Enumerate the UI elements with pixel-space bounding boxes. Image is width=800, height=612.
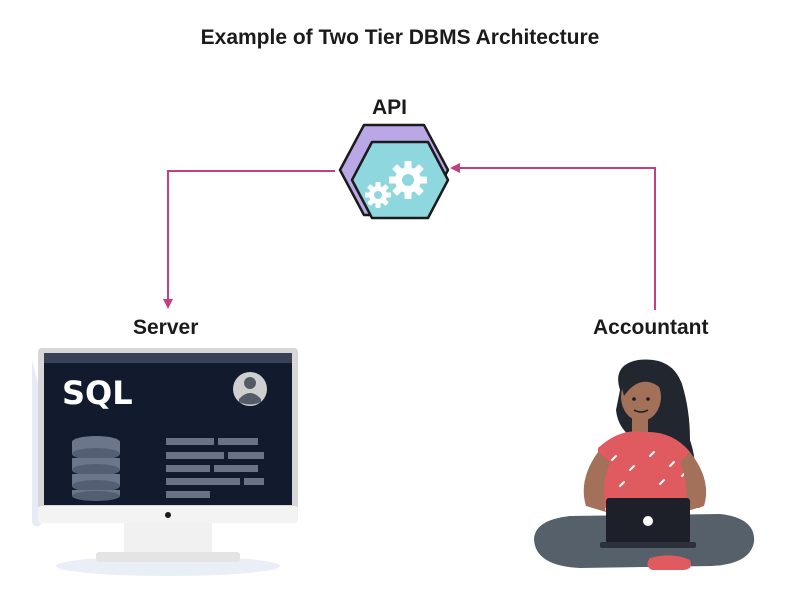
monitor-icon: SQL [32,348,298,576]
database-icon [72,436,120,501]
api-label: API [372,96,408,119]
edge-api-to-server [163,170,335,309]
accountant-label: Accountant [593,316,709,339]
person-with-laptop-icon [534,359,755,570]
edge-accountant-to-api [450,163,656,310]
diagram-title: Example of Two Tier DBMS Architecture [200,26,600,49]
screen-sql-text: SQL [62,374,133,412]
gears-icon [338,123,450,220]
screen-text-lines [166,438,264,498]
avatar-icon [233,372,267,406]
server-label: Server [133,316,199,339]
